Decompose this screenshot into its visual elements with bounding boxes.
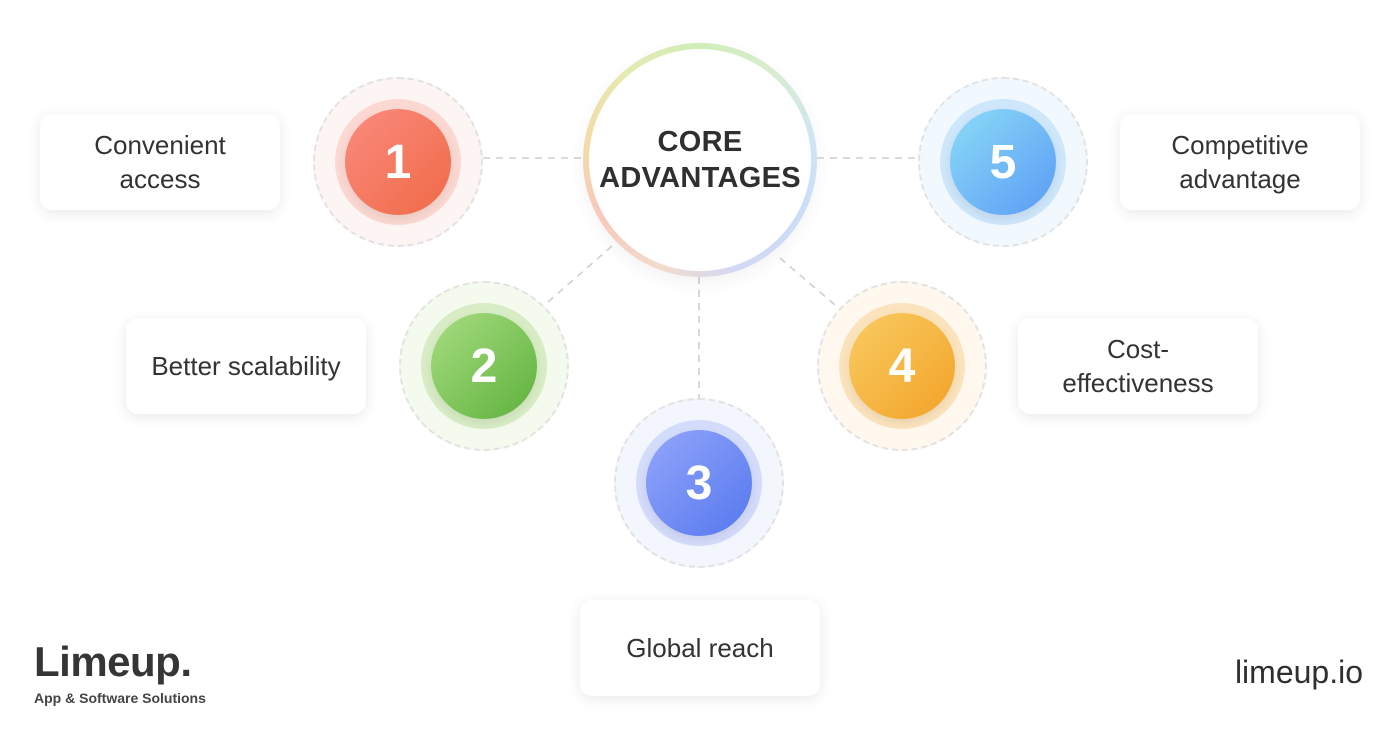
advantage-node-4: 4	[817, 281, 987, 451]
advantage-node-5: 5	[918, 77, 1088, 247]
node-number: 2	[431, 313, 537, 419]
advantage-card-4: Cost-effectiveness	[1018, 318, 1258, 414]
core-advantages-hub: CORE ADVANTAGES	[583, 43, 817, 277]
advantage-card-2: Better scalability	[126, 318, 366, 414]
website-url: limeup.io	[1234, 654, 1363, 690]
node-number: 4	[849, 313, 955, 419]
advantage-card-1: Convenient access	[40, 114, 280, 210]
advantage-node-2: 2	[399, 281, 569, 451]
node-number: 3	[646, 430, 752, 536]
limeup-logo: Limeup. App & Software Solutions	[34, 638, 206, 706]
advantage-label: Cost-effectiveness	[1062, 334, 1214, 398]
advantage-node-3: 3	[614, 398, 784, 568]
advantage-label: Convenient access	[94, 130, 226, 194]
advantage-label: Global reach	[626, 633, 774, 663]
hub-title-line-1: CORE	[657, 126, 743, 158]
connector-line-2	[539, 245, 613, 310]
hub-title: CORE ADVANTAGES	[589, 49, 811, 271]
logo-wordmark: Limeup.	[34, 638, 192, 685]
node-number: 5	[950, 109, 1056, 215]
hub-title-line-2: ADVANTAGES	[599, 162, 801, 194]
logo-tagline: App & Software Solutions	[34, 690, 206, 706]
advantage-node-1: 1	[313, 77, 483, 247]
node-number: 1	[345, 109, 451, 215]
advantage-card-5: Competitive advantage	[1120, 114, 1360, 210]
advantage-label: Competitive advantage	[1171, 130, 1309, 194]
advantage-label: Better scalability	[151, 351, 341, 381]
advantage-card-3: Global reach	[580, 600, 820, 696]
